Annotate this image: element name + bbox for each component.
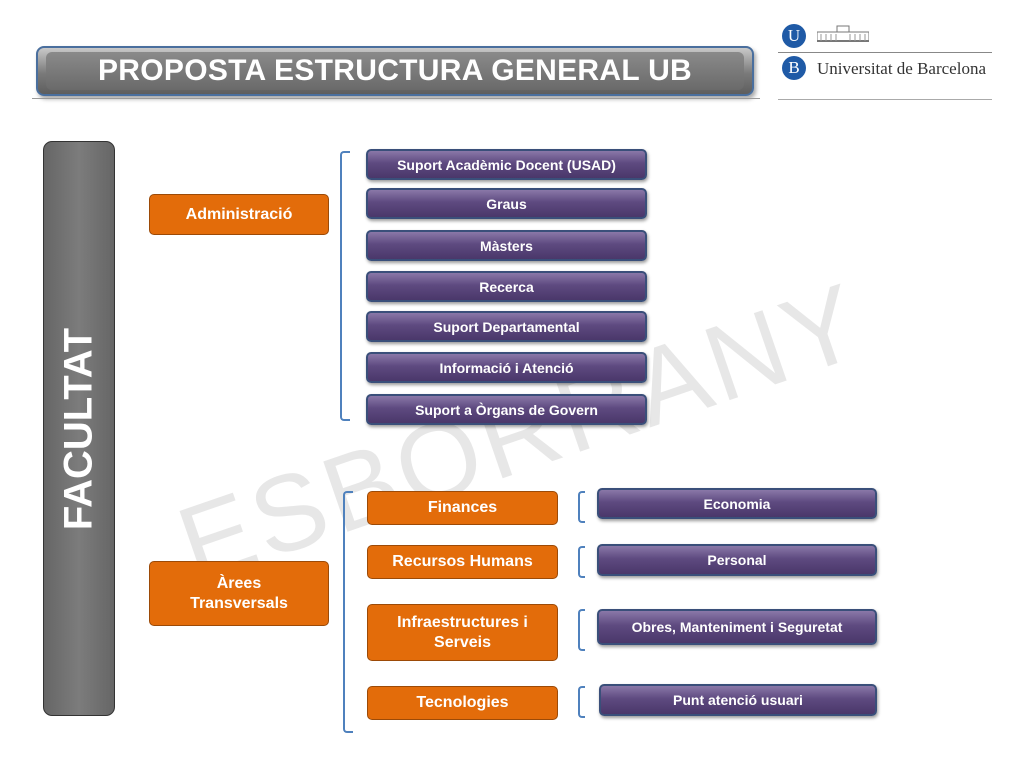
infra-bracket xyxy=(578,609,585,651)
unit-personal: Personal xyxy=(597,544,877,576)
unit-informacio-atencio: Informació i Atenció xyxy=(366,352,647,383)
area-tecnologies: Tecnologies xyxy=(367,686,558,720)
tecnologies-bracket xyxy=(578,686,585,718)
facultat-label: FACULTAT xyxy=(56,327,101,530)
title-banner: PROPOSTA ESTRUCTURA GENERAL UB xyxy=(36,46,754,96)
logo-underline xyxy=(778,99,992,100)
area-finances: Finances xyxy=(367,491,558,525)
area-recursos-humans: Recursos Humans xyxy=(367,545,558,579)
page-title: PROPOSTA ESTRUCTURA GENERAL UB xyxy=(97,54,693,87)
unit-suport-organs-govern: Suport a Òrgans de Govern xyxy=(366,394,647,425)
facultat-bar: FACULTAT xyxy=(43,141,115,716)
unit-usad: Suport Acadèmic Docent (USAD) xyxy=(366,149,647,180)
administracio-box: Administració xyxy=(149,194,329,235)
unit-economia: Economia xyxy=(597,488,877,519)
logo-letter-b: B xyxy=(782,56,806,80)
unit-punt-atencio-usuari: Punt atenció usuari xyxy=(599,684,877,716)
unit-masters: Màsters xyxy=(366,230,647,261)
unit-graus: Graus xyxy=(366,188,647,219)
unit-suport-departamental: Suport Departamental xyxy=(366,311,647,342)
building-icon xyxy=(816,24,870,43)
finances-bracket xyxy=(578,491,585,523)
area-infraestructures: Infraestructures i Serveis xyxy=(367,604,558,661)
arees-bracket xyxy=(343,491,353,733)
rrhh-bracket xyxy=(578,546,585,578)
ub-logo: U B xyxy=(782,24,992,90)
unit-recerca: Recerca xyxy=(366,271,647,302)
unit-obres-manteniment: Obres, Manteniment i Seguretat xyxy=(597,609,877,645)
logo-divider xyxy=(778,52,992,53)
university-name: Universitat de Barcelona xyxy=(817,59,986,78)
arees-transversals-box: Àrees Transversals xyxy=(149,561,329,626)
administracio-bracket xyxy=(340,151,350,421)
logo-letter-u: U xyxy=(782,24,806,48)
title-divider xyxy=(32,98,760,99)
